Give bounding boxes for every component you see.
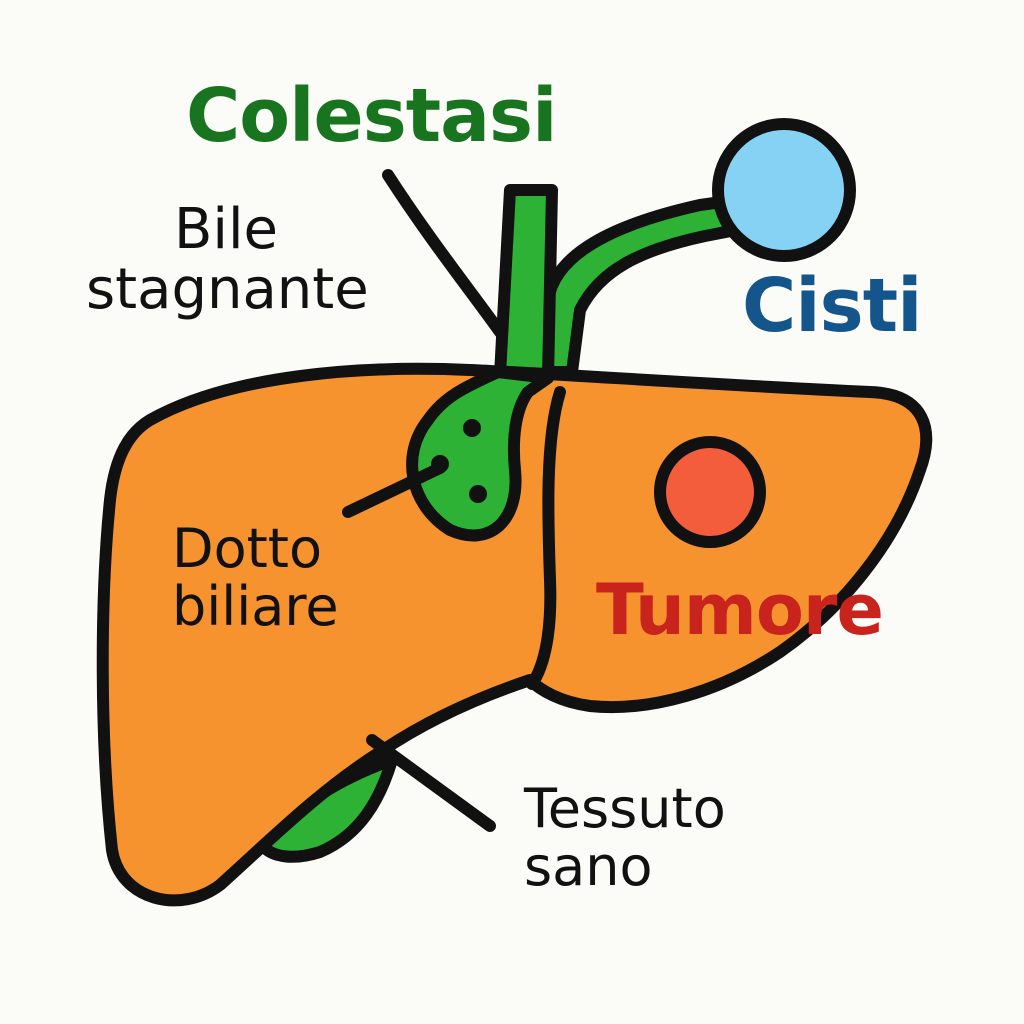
bile-stagnante-line1: Bile: [174, 197, 278, 262]
bile-stagnante-label: Bile stagnante: [86, 200, 369, 320]
tumor-circle: [654, 436, 766, 548]
dotto-biliare-label: Dotto biliare: [172, 520, 339, 636]
tessuto-sano-line2: sano: [524, 835, 653, 898]
bile-stone-1: [463, 419, 481, 437]
tumore-label: Tumore: [596, 569, 884, 651]
dotto-biliare-pointer: [342, 462, 446, 518]
bile-stagnante-pointer: [382, 169, 506, 338]
bile-stone-3: [469, 485, 487, 503]
cyst-circle: [712, 118, 856, 262]
bile-duct-main: [494, 184, 558, 384]
dotto-biliare-line2: biliare: [172, 575, 339, 638]
bile-stagnante-line2: stagnante: [86, 257, 369, 322]
cisti-label: Cisti: [742, 263, 922, 349]
stagnant-bile-pouch: [406, 366, 554, 542]
tessuto-sano-label: Tessuto sano: [524, 780, 726, 896]
tessuto-sano-pointer: [366, 734, 496, 832]
dotto-biliare-line1: Dotto: [172, 517, 323, 580]
lobe-divider: [526, 386, 566, 690]
cyst-duct-branch: [542, 194, 742, 378]
tessuto-sano-line1: Tessuto: [524, 777, 726, 840]
colestasi-label: Colestasi: [186, 73, 557, 159]
